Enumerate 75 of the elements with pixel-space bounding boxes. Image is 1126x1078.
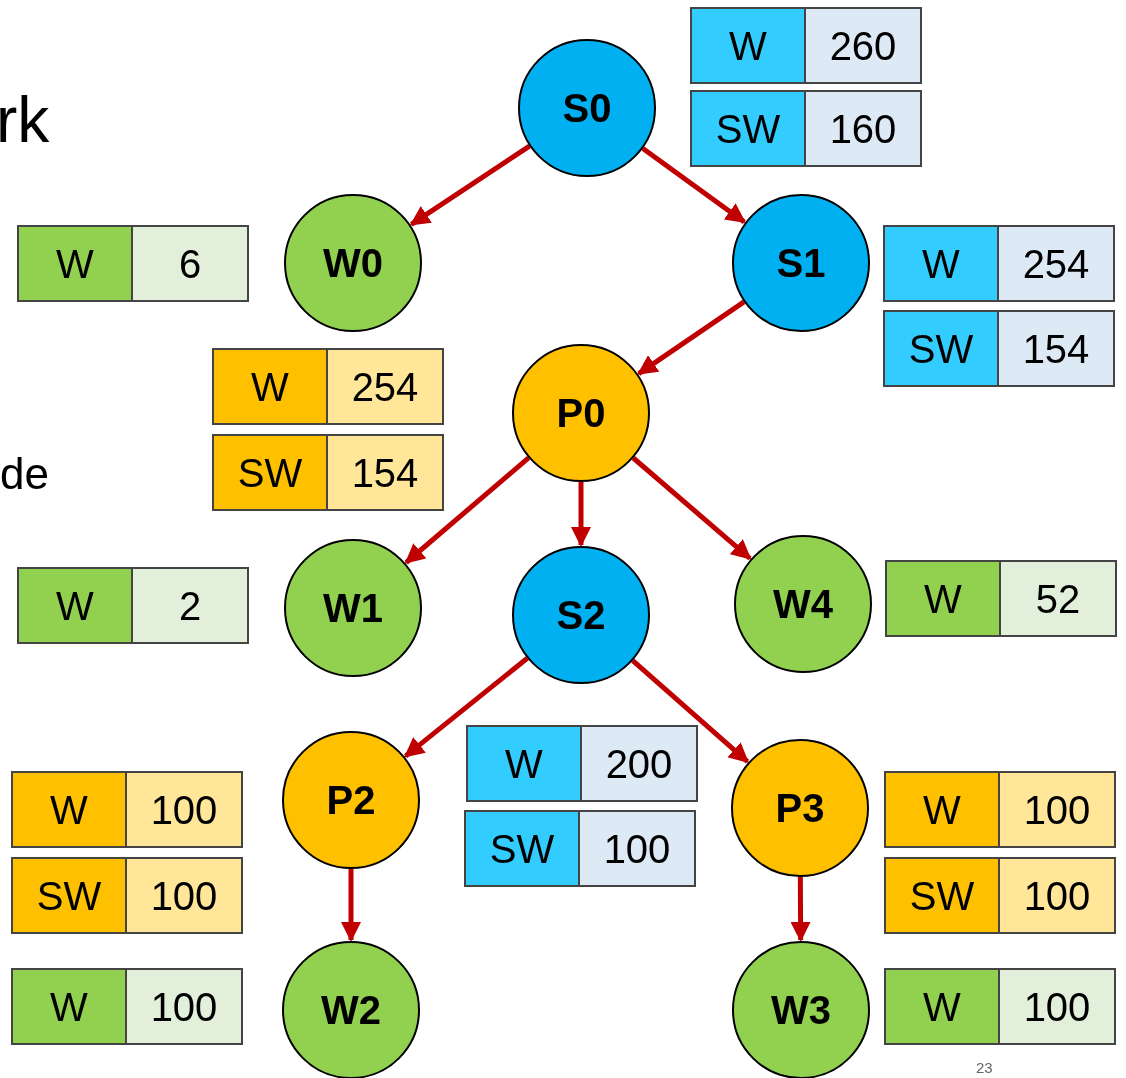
node-label: P0 [556,390,606,437]
arrow [403,656,529,759]
value-row [885,560,1117,637]
value-cell: 154 [999,312,1113,385]
value-cell: 254 [999,227,1113,300]
value-row [212,434,444,511]
arrow [404,455,531,565]
arrow [341,869,361,942]
arrow [631,658,750,764]
key-cell: W [214,350,328,423]
value-row [690,90,922,167]
key-cell: W [19,227,133,300]
node-label: S2 [556,592,606,639]
value-row [884,968,1116,1045]
node-label: S1 [776,240,826,287]
value-cell: 200 [582,727,696,800]
value-cell: 100 [127,970,241,1043]
key-cell: W [468,727,582,800]
key-cell: W [886,773,1000,846]
node-label: W1 [323,585,383,632]
key-cell: SW [692,92,806,165]
key-cell: W [887,562,1001,635]
value-cell: 154 [328,436,442,509]
value-cell: 6 [133,227,247,300]
arrow [631,456,752,561]
value-row [883,310,1115,387]
key-cell: W [886,970,1000,1043]
value-cell: 100 [127,773,241,846]
value-row [464,810,696,887]
text-label: rk [0,88,50,152]
value-row [883,225,1115,302]
value-row [11,771,243,848]
arrow [637,299,746,376]
value-cell: 100 [580,812,694,885]
key-cell: W [885,227,999,300]
arrow [641,146,746,224]
key-cell: W [692,9,806,82]
value-cell: 2 [133,569,247,642]
text-label: 23 [976,1060,993,1075]
key-cell: SW [466,812,580,885]
key-cell: W [13,773,127,846]
node-label: P3 [775,785,825,832]
value-cell: 260 [806,9,920,82]
value-cell: 100 [1000,859,1114,932]
value-row [11,857,243,934]
text-label: de [0,452,49,496]
arrow [409,144,531,227]
key-cell: SW [885,312,999,385]
value-row [212,348,444,425]
node-label: W0 [323,240,383,287]
value-cell: 160 [806,92,920,165]
value-row [690,7,922,84]
value-row [11,968,243,1045]
arrow [571,482,591,547]
node-label: W2 [321,987,381,1034]
value-row [17,567,249,644]
arrow [790,877,811,942]
value-row [17,225,249,302]
value-row [466,725,698,802]
value-row [884,771,1116,848]
key-cell: SW [214,436,328,509]
node-label: W3 [771,987,831,1034]
node-label: P2 [326,777,376,824]
key-cell: SW [13,859,127,932]
node-label: W4 [773,581,833,628]
key-cell: W [13,970,127,1043]
key-cell: W [19,569,133,642]
value-cell: 100 [127,859,241,932]
value-cell: 52 [1001,562,1115,635]
value-row [884,857,1116,934]
value-cell: 100 [1000,970,1114,1043]
value-cell: 100 [1000,773,1114,846]
value-cell: 254 [328,350,442,423]
node-label: S0 [562,85,612,132]
key-cell: SW [886,859,1000,932]
